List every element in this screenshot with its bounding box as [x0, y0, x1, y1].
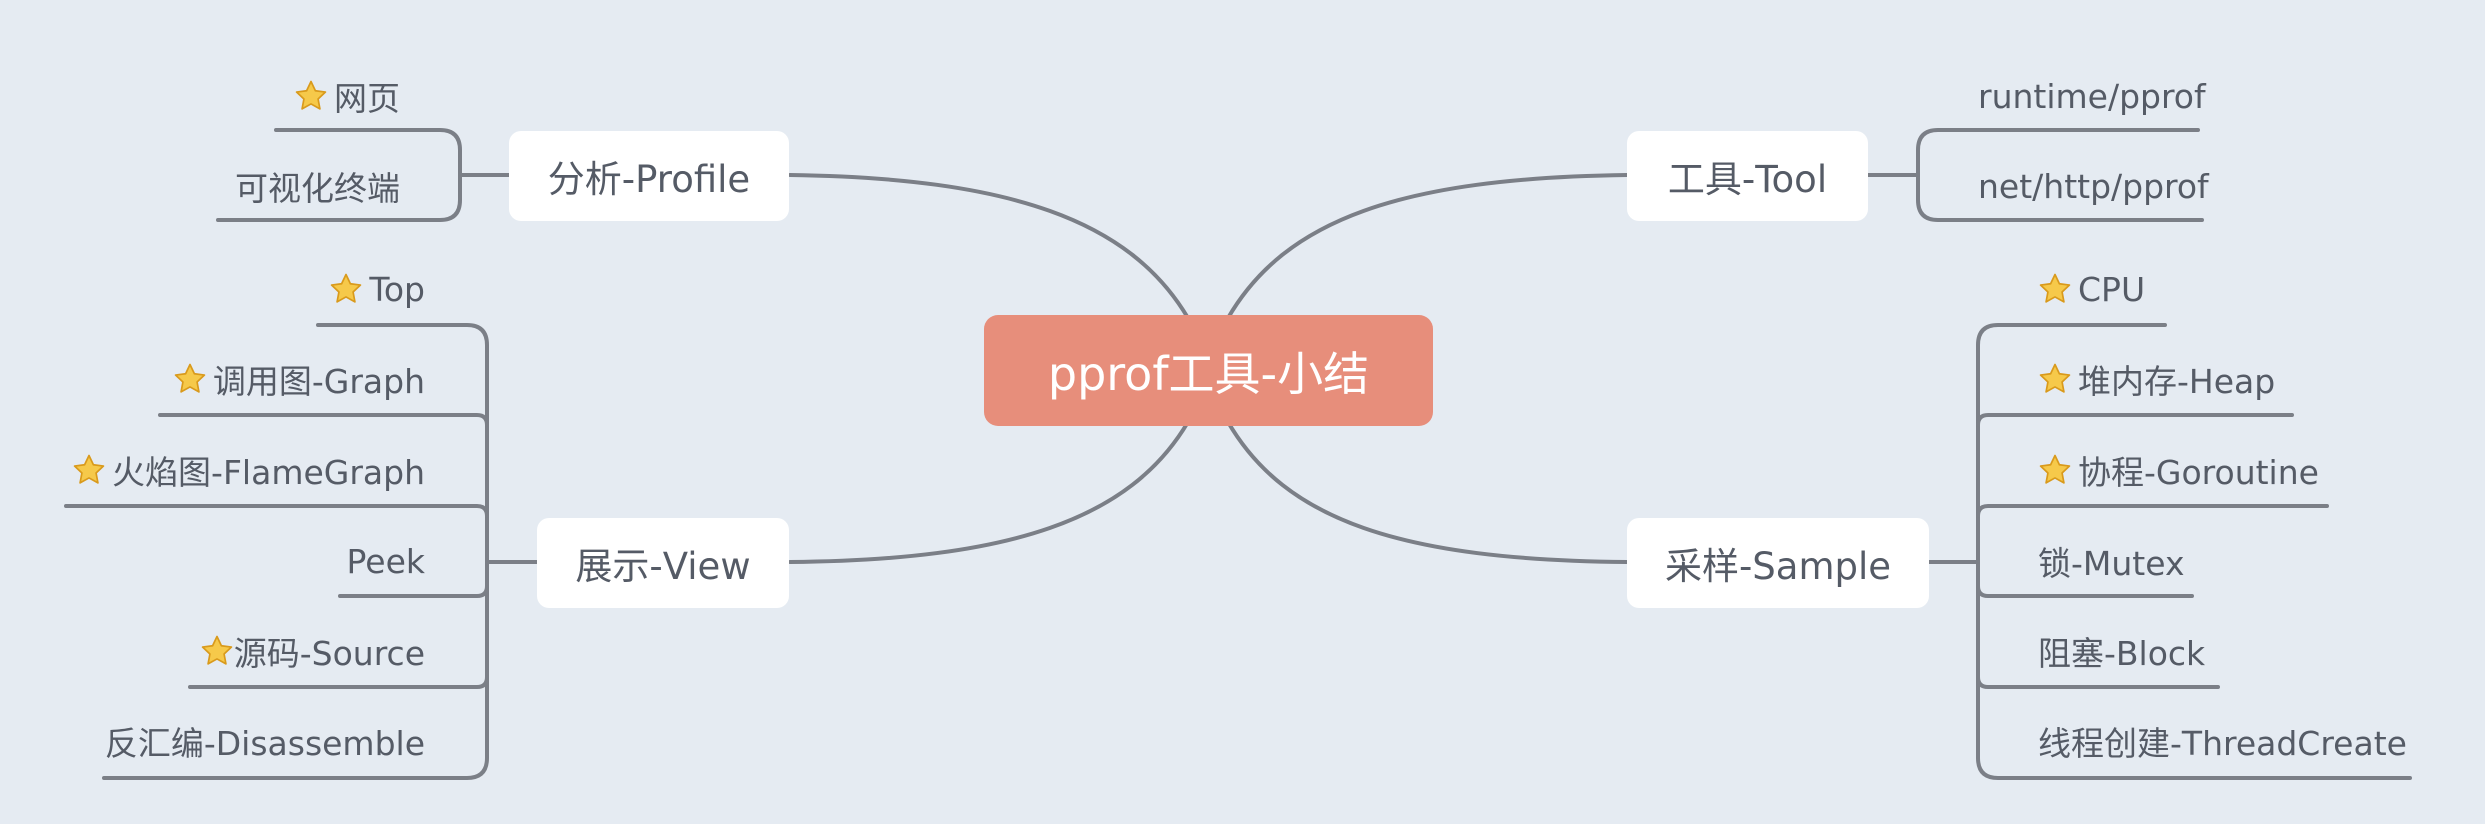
- bracket-profile: [216, 128, 462, 222]
- leaf-label: 锁-Mutex: [2038, 544, 2185, 583]
- leaf-label: 堆内存-Heap: [2078, 362, 2276, 401]
- star-icon: [294, 79, 328, 113]
- leaf-tool-2[interactable]: net/http/pprof: [1978, 161, 2278, 211]
- star-icon: [2038, 362, 2072, 396]
- link-center-tool: [1226, 173, 1629, 320]
- leaf-sample-6[interactable]: 线程创建-ThreadCreate: [2038, 716, 2438, 766]
- star-icon: [72, 453, 106, 487]
- star-icon: [2038, 453, 2072, 487]
- sample-underline-3: [1976, 504, 2329, 518]
- link-center-sample: [1226, 420, 1629, 564]
- sample-underline-4: [1976, 584, 2194, 598]
- center-node-label: pprof工具-小结: [1047, 346, 1370, 401]
- leaf-label: net/http/pprof: [1978, 166, 2209, 206]
- branch-label-view: 展示-View: [575, 545, 751, 588]
- leaf-view-2[interactable]: 调用图-Graph: [60, 354, 425, 404]
- view-underline-5: [188, 675, 489, 689]
- star-icon: [329, 272, 363, 306]
- leaf-label: 源码-Source: [233, 634, 425, 673]
- sample-underline-5: [1976, 675, 2220, 689]
- leaf-view-4[interactable]: Peek: [100, 536, 425, 586]
- leaf-sample-4[interactable]: 锁-Mutex: [2038, 536, 2338, 586]
- leaf-label: 调用图-Graph: [212, 362, 425, 401]
- leaf-label: 可视化终端: [235, 169, 400, 208]
- link-center-view: [788, 420, 1190, 564]
- bracket-sample: [1976, 323, 2412, 780]
- leaf-label: 线程创建-ThreadCreate: [2038, 724, 2407, 763]
- view-underline-4: [338, 584, 489, 598]
- leaf-view-1[interactable]: Top: [100, 264, 425, 314]
- view-underline-2: [158, 413, 489, 427]
- leaf-view-3[interactable]: 火焰图-FlameGraph: [20, 445, 425, 495]
- center-node[interactable]: pprof工具-小结: [984, 315, 1433, 426]
- leaf-label: Top: [369, 269, 425, 309]
- leaf-profile-2[interactable]: 可视化终端: [200, 161, 400, 211]
- leaf-view-6[interactable]: 反汇编-Disassemble: [20, 716, 425, 766]
- leaf-label: 反汇编-Disassemble: [104, 724, 425, 763]
- leaf-sample-5[interactable]: 阻塞-Block: [2038, 626, 2338, 676]
- branch-node-view[interactable]: 展示-View: [537, 518, 789, 608]
- view-underline-3: [64, 504, 489, 518]
- star-icon: [173, 362, 207, 396]
- branch-node-profile[interactable]: 分析-Profile: [509, 131, 789, 221]
- leaf-label: Peek: [346, 541, 425, 581]
- star-icon: [2038, 272, 2072, 306]
- leaf-label: CPU: [2078, 269, 2146, 309]
- leaf-view-5[interactable]: 源码-Source: [100, 626, 425, 676]
- leaf-profile-1[interactable]: 网页: [200, 71, 400, 121]
- bracket-view: [102, 323, 489, 780]
- branch-node-tool[interactable]: 工具-Tool: [1627, 131, 1868, 221]
- star-icon: [200, 634, 234, 668]
- leaf-label: 火焰图-FlameGraph: [112, 453, 425, 492]
- leaf-sample-3[interactable]: 协程-Goroutine: [2038, 445, 2368, 495]
- branch-label-tool: 工具-Tool: [1667, 158, 1828, 201]
- branch-node-sample[interactable]: 采样-Sample: [1627, 518, 1929, 608]
- leaf-label: runtime/pprof: [1978, 76, 2206, 116]
- branch-label-sample: 采样-Sample: [1664, 545, 1892, 588]
- leaf-sample-1[interactable]: CPU: [2038, 264, 2338, 314]
- sample-underline-2: [1976, 413, 2294, 427]
- bracket-tool: [1916, 128, 2204, 222]
- leaf-sample-2[interactable]: 堆内存-Heap: [2038, 354, 2338, 404]
- leaf-tool-1[interactable]: runtime/pprof: [1978, 71, 2278, 121]
- leaf-label: 网页: [334, 79, 400, 118]
- leaf-label: 协程-Goroutine: [2078, 453, 2319, 492]
- branch-label-profile: 分析-Profile: [547, 158, 751, 201]
- link-center-profile: [788, 173, 1190, 320]
- leaf-label: 阻塞-Block: [2038, 634, 2206, 673]
